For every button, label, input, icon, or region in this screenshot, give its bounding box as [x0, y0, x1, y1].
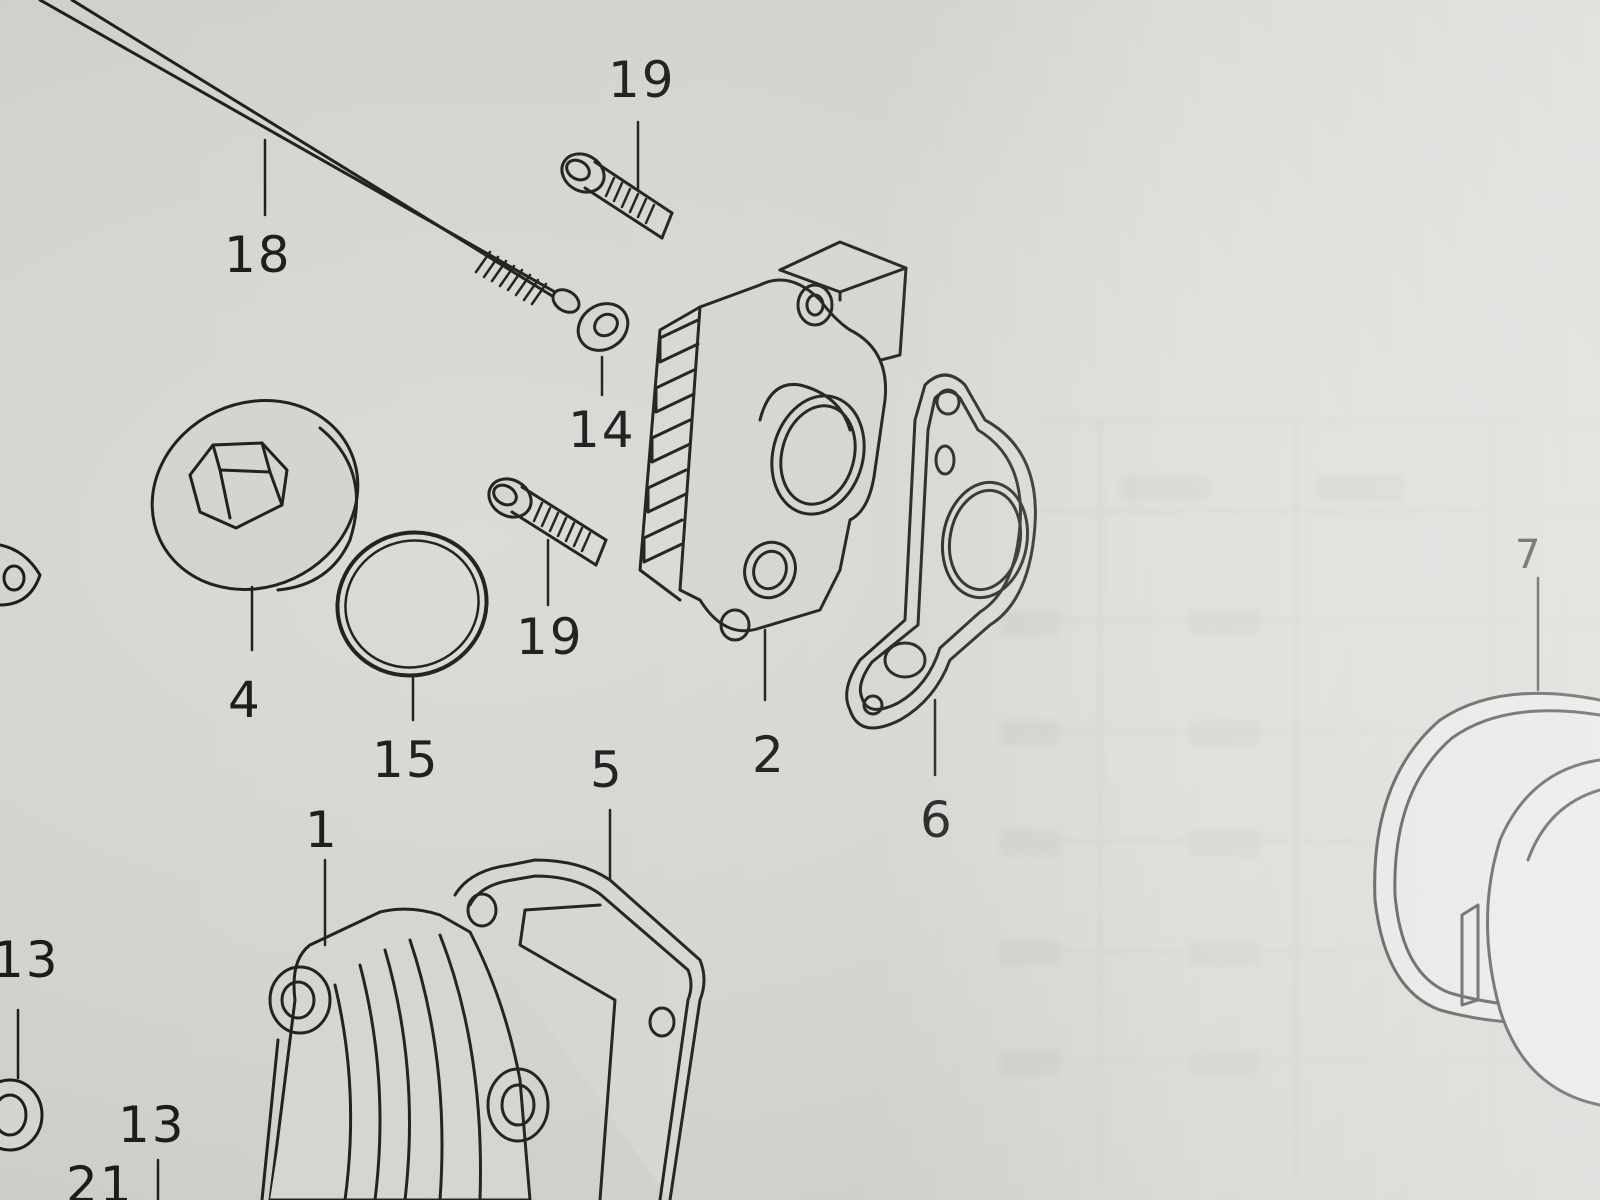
table-divider [1040, 620, 1600, 622]
callout-2: 2 [752, 726, 786, 784]
callout-7: 7 [1515, 532, 1543, 578]
background-table-blurred [1000, 420, 1600, 1180]
gasket-part [845, 373, 1037, 777]
table-cell-blurred [1190, 720, 1260, 746]
callout-21: 21 [66, 1156, 134, 1200]
table-cell-blurred [1000, 1050, 1060, 1076]
table-divider [1040, 510, 1600, 512]
o-ring-part [335, 530, 489, 722]
table-divider [1295, 420, 1297, 1180]
table-divider [1040, 420, 1600, 422]
table-cell-blurred [1315, 475, 1405, 501]
table-cell-blurred [1120, 475, 1210, 501]
cover-part [260, 808, 706, 1200]
table-divider [1040, 730, 1600, 732]
callout-18: 18 [224, 226, 292, 284]
table-cell-blurred [1000, 720, 1060, 746]
bearing-seal-part [1373, 576, 1600, 1107]
table-divider [1040, 1060, 1600, 1062]
callout-15: 15 [372, 731, 440, 789]
callout-13-upper: 13 [0, 931, 60, 989]
callout-19-top: 19 [608, 51, 676, 109]
table-cell-blurred [1190, 940, 1260, 966]
table-cell-blurred [1000, 610, 1060, 636]
table-cell-blurred [1190, 610, 1260, 636]
bolt-part-top [560, 120, 674, 240]
bolt-part-mid [487, 477, 608, 607]
table-cell-blurred [1000, 830, 1060, 856]
callout-19-mid: 19 [516, 608, 584, 666]
washer-part [576, 302, 630, 397]
table-cell-blurred [1190, 830, 1260, 856]
rod-part [38, 0, 581, 314]
callout-4: 4 [228, 671, 262, 729]
nut-part [0, 543, 160, 1200]
callout-6: 6 [920, 791, 954, 849]
drain-plug-part [150, 399, 360, 652]
table-cell-blurred [1190, 1050, 1260, 1076]
table-divider [1040, 840, 1600, 842]
callout-5: 5 [590, 741, 624, 799]
table-divider [1040, 950, 1600, 952]
oil-pump-body-part [638, 240, 908, 702]
callout-13-lower: 13 [118, 1096, 186, 1154]
callout-1: 1 [305, 801, 339, 859]
callout-14: 14 [568, 401, 636, 459]
table-cell-blurred [1000, 940, 1060, 966]
table-divider [1100, 420, 1102, 1180]
